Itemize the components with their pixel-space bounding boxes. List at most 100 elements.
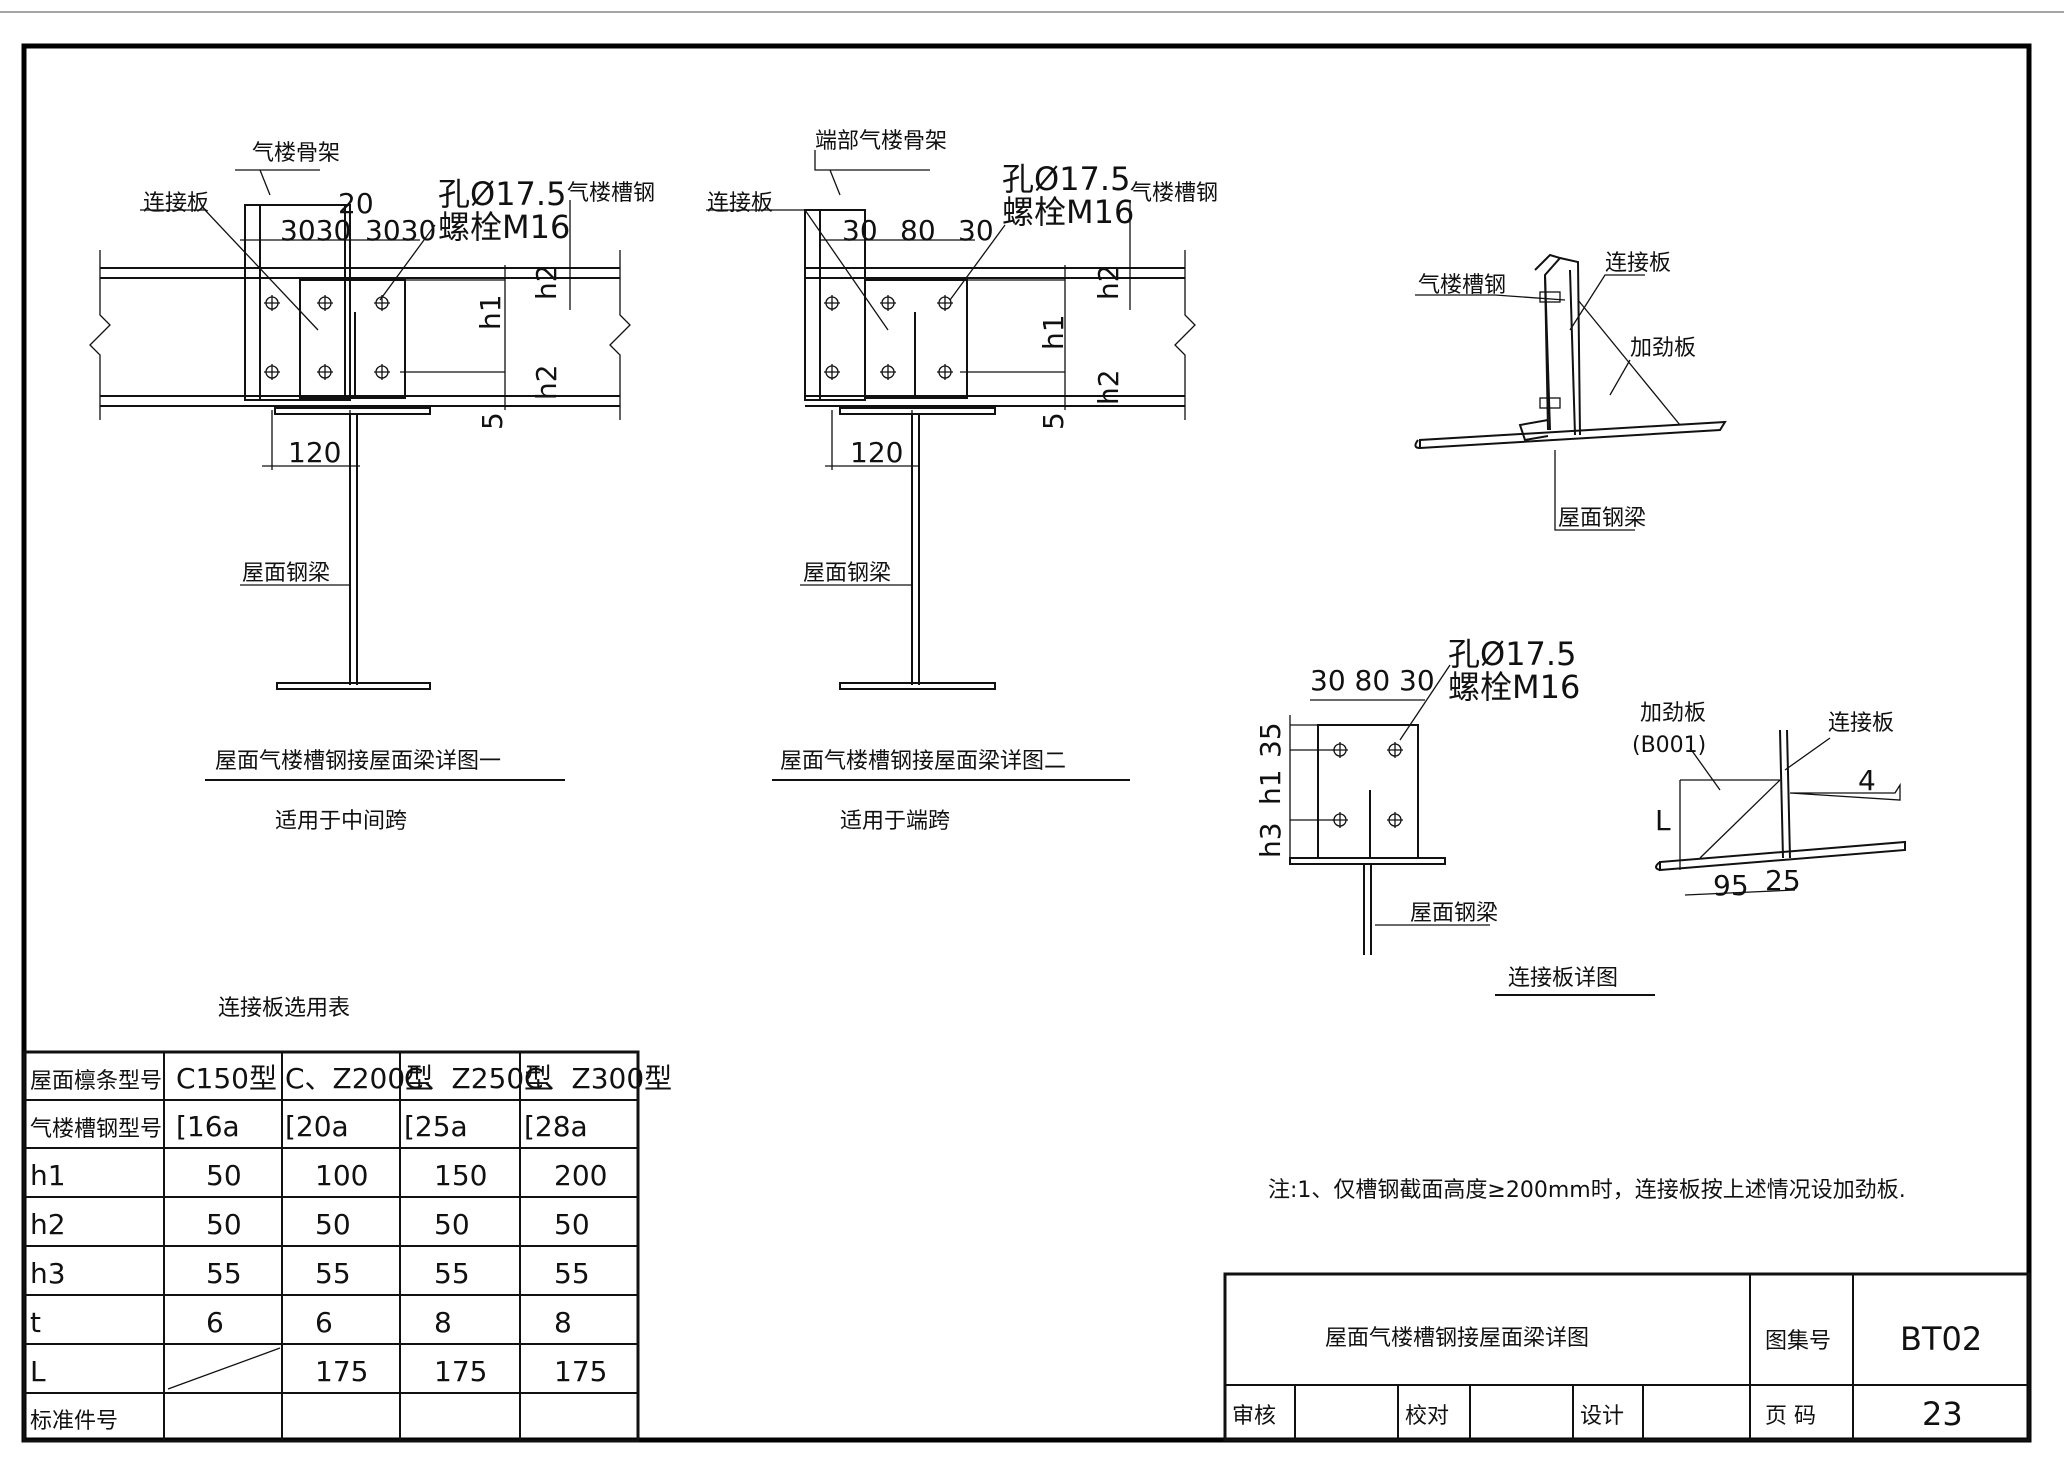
table-cell: 100	[315, 1159, 368, 1192]
table-cell: 50	[434, 1208, 470, 1241]
page-label: 页 码	[1765, 1404, 1816, 1429]
dim-30a: 30	[842, 214, 878, 247]
design-label: 设计	[1580, 1404, 1624, 1429]
drawing-frame	[21, 43, 2032, 1443]
table-cell: h1	[30, 1159, 66, 1192]
plate-dim-35: 35	[1254, 722, 1287, 758]
channel-label-2: 气楼槽钢	[1130, 181, 1218, 206]
table-cell: 气楼槽钢型号	[30, 1117, 162, 1142]
stiffener-label: 加劲板	[1640, 701, 1706, 726]
beam-label-2: 屋面钢梁	[803, 561, 891, 586]
weld-size: 4	[1858, 764, 1876, 797]
title-block: 屋面气楼槽钢接屋面梁详图 图集号 BT02 审核 校对 设计 页 码 23	[1223, 1272, 2031, 1442]
page-value: 23	[1922, 1395, 1963, 1433]
table-cell: 6	[315, 1306, 333, 1339]
check-label: 校对	[1405, 1404, 1449, 1429]
table-cell: C150型	[176, 1062, 277, 1095]
table-cell: C、Z300型	[524, 1062, 672, 1095]
table-cell: 150	[434, 1159, 487, 1192]
bolt-hole-group-2	[824, 295, 953, 380]
dim-80: 80	[900, 214, 936, 247]
dim-h2-top-2: h2	[1092, 264, 1125, 300]
table-cell: [25a	[404, 1110, 468, 1143]
plate-hole-label: 孔Ø17.5	[1448, 635, 1576, 673]
dim-30b: 30	[958, 214, 994, 247]
dim-20: 20	[338, 187, 374, 220]
detail-2: 端部气楼骨架 连接板 气楼槽钢 孔Ø17.5 螺栓M16 30 80 30 h1…	[706, 129, 1218, 834]
detail1-title: 屋面气楼槽钢接屋面梁详图一	[215, 749, 501, 774]
stiffener-dim-25: 25	[1765, 864, 1801, 897]
stiffener-plate-label: 连接板	[1828, 711, 1894, 736]
dim-h2-bottom: h2	[530, 364, 563, 400]
table-cell: 50	[315, 1208, 351, 1241]
table-cell: h3	[30, 1257, 66, 1290]
hole-label-2: 孔Ø17.5	[1002, 160, 1130, 198]
table-cell: 200	[554, 1159, 607, 1192]
table-cell: 50	[206, 1208, 242, 1241]
plate-label: 连接板	[143, 191, 209, 216]
plate-beam-label: 屋面钢梁	[1410, 901, 1498, 926]
hole-label: 孔Ø17.5	[438, 175, 566, 213]
plate-dim-h1: h1	[1254, 769, 1287, 805]
table-cell: 175	[554, 1355, 607, 1388]
table-cell: C、Z250型	[404, 1062, 552, 1095]
dim-5: 5	[476, 412, 509, 430]
table-cell: [28a	[524, 1110, 588, 1143]
plate-width-dims: 30 80 30	[1310, 664, 1435, 697]
bolt-label-2: 螺栓M16	[1002, 193, 1134, 231]
review-label: 审核	[1232, 1404, 1276, 1429]
stiffener-code: (B001)	[1632, 733, 1706, 758]
table-cell: L	[30, 1355, 46, 1388]
plate-bolt-holes	[1332, 742, 1403, 828]
end-frame-label: 端部气楼骨架	[815, 129, 947, 154]
dim-5-2: 5	[1037, 412, 1070, 430]
plate-dim-h3: h3	[1254, 822, 1287, 858]
table-cell: 50	[554, 1208, 590, 1241]
bolt-label: 螺栓M16	[438, 208, 570, 246]
table-cell: 55	[315, 1257, 351, 1290]
detail1-subtitle: 适用于中间跨	[275, 809, 407, 834]
table-cell: 55	[554, 1257, 590, 1290]
dim-120: 120	[288, 436, 341, 469]
table-cell: 55	[434, 1257, 470, 1290]
stiffener-dim-L: L	[1655, 804, 1671, 837]
note-text: 注:1、仅槽钢截面高度≥200mm时，连接板按上述情况设加劲板.	[1268, 1178, 1906, 1203]
plate-detail: 30 80 30 孔Ø17.5 螺栓M16 35 h1 h3 屋面钢梁 连接板详…	[1254, 635, 1655, 996]
table-cell: 屋面檩条型号	[30, 1069, 162, 1094]
table-cell: 8	[434, 1306, 452, 1339]
section-plate-label: 连接板	[1605, 251, 1671, 276]
dim-h1-2: h1	[1037, 314, 1070, 350]
table-cell: 6	[206, 1306, 224, 1339]
plate-bolt-label: 螺栓M16	[1448, 668, 1580, 706]
stiffener-detail: 加劲板 (B001) 连接板 L 4 95 25	[1632, 701, 1906, 902]
dim-3030-left: 3030	[280, 214, 351, 247]
section-channel-label: 气楼槽钢	[1418, 273, 1506, 298]
section-beam-label: 屋面钢梁	[1558, 506, 1646, 531]
atlas-label: 图集号	[1765, 1329, 1831, 1354]
dim-h1: h1	[474, 294, 507, 330]
detail-1: 气楼骨架 连接板 气楼槽钢 孔Ø17.5 螺栓M16 20 3030 3030 …	[89, 141, 655, 834]
table-cell: 标准件号	[30, 1409, 118, 1434]
table-cell: [16a	[176, 1110, 240, 1143]
plate-detail-title: 连接板详图	[1508, 966, 1618, 991]
detail2-subtitle: 适用于端跨	[840, 809, 950, 834]
table-cell: 55	[206, 1257, 242, 1290]
bolt-hole-group	[264, 295, 390, 380]
section-stiffener-label: 加劲板	[1630, 336, 1696, 361]
table-cell: [20a	[285, 1110, 349, 1143]
table-cell: 175	[315, 1355, 368, 1388]
section-view: 气楼槽钢 连接板 加劲板 屋面钢梁	[1414, 251, 1727, 531]
dim-h2-top: h2	[530, 264, 563, 300]
dim-120-2: 120	[850, 436, 903, 469]
channel-label: 气楼槽钢	[567, 181, 655, 206]
table-cell: 50	[206, 1159, 242, 1192]
table-cell: 8	[554, 1306, 572, 1339]
table-cell: t	[30, 1306, 41, 1339]
table-title: 连接板选用表	[218, 996, 350, 1021]
beam-label: 屋面钢梁	[242, 561, 330, 586]
drawing-title: 屋面气楼槽钢接屋面梁详图	[1325, 1326, 1589, 1351]
table-cell: h2	[30, 1208, 66, 1241]
